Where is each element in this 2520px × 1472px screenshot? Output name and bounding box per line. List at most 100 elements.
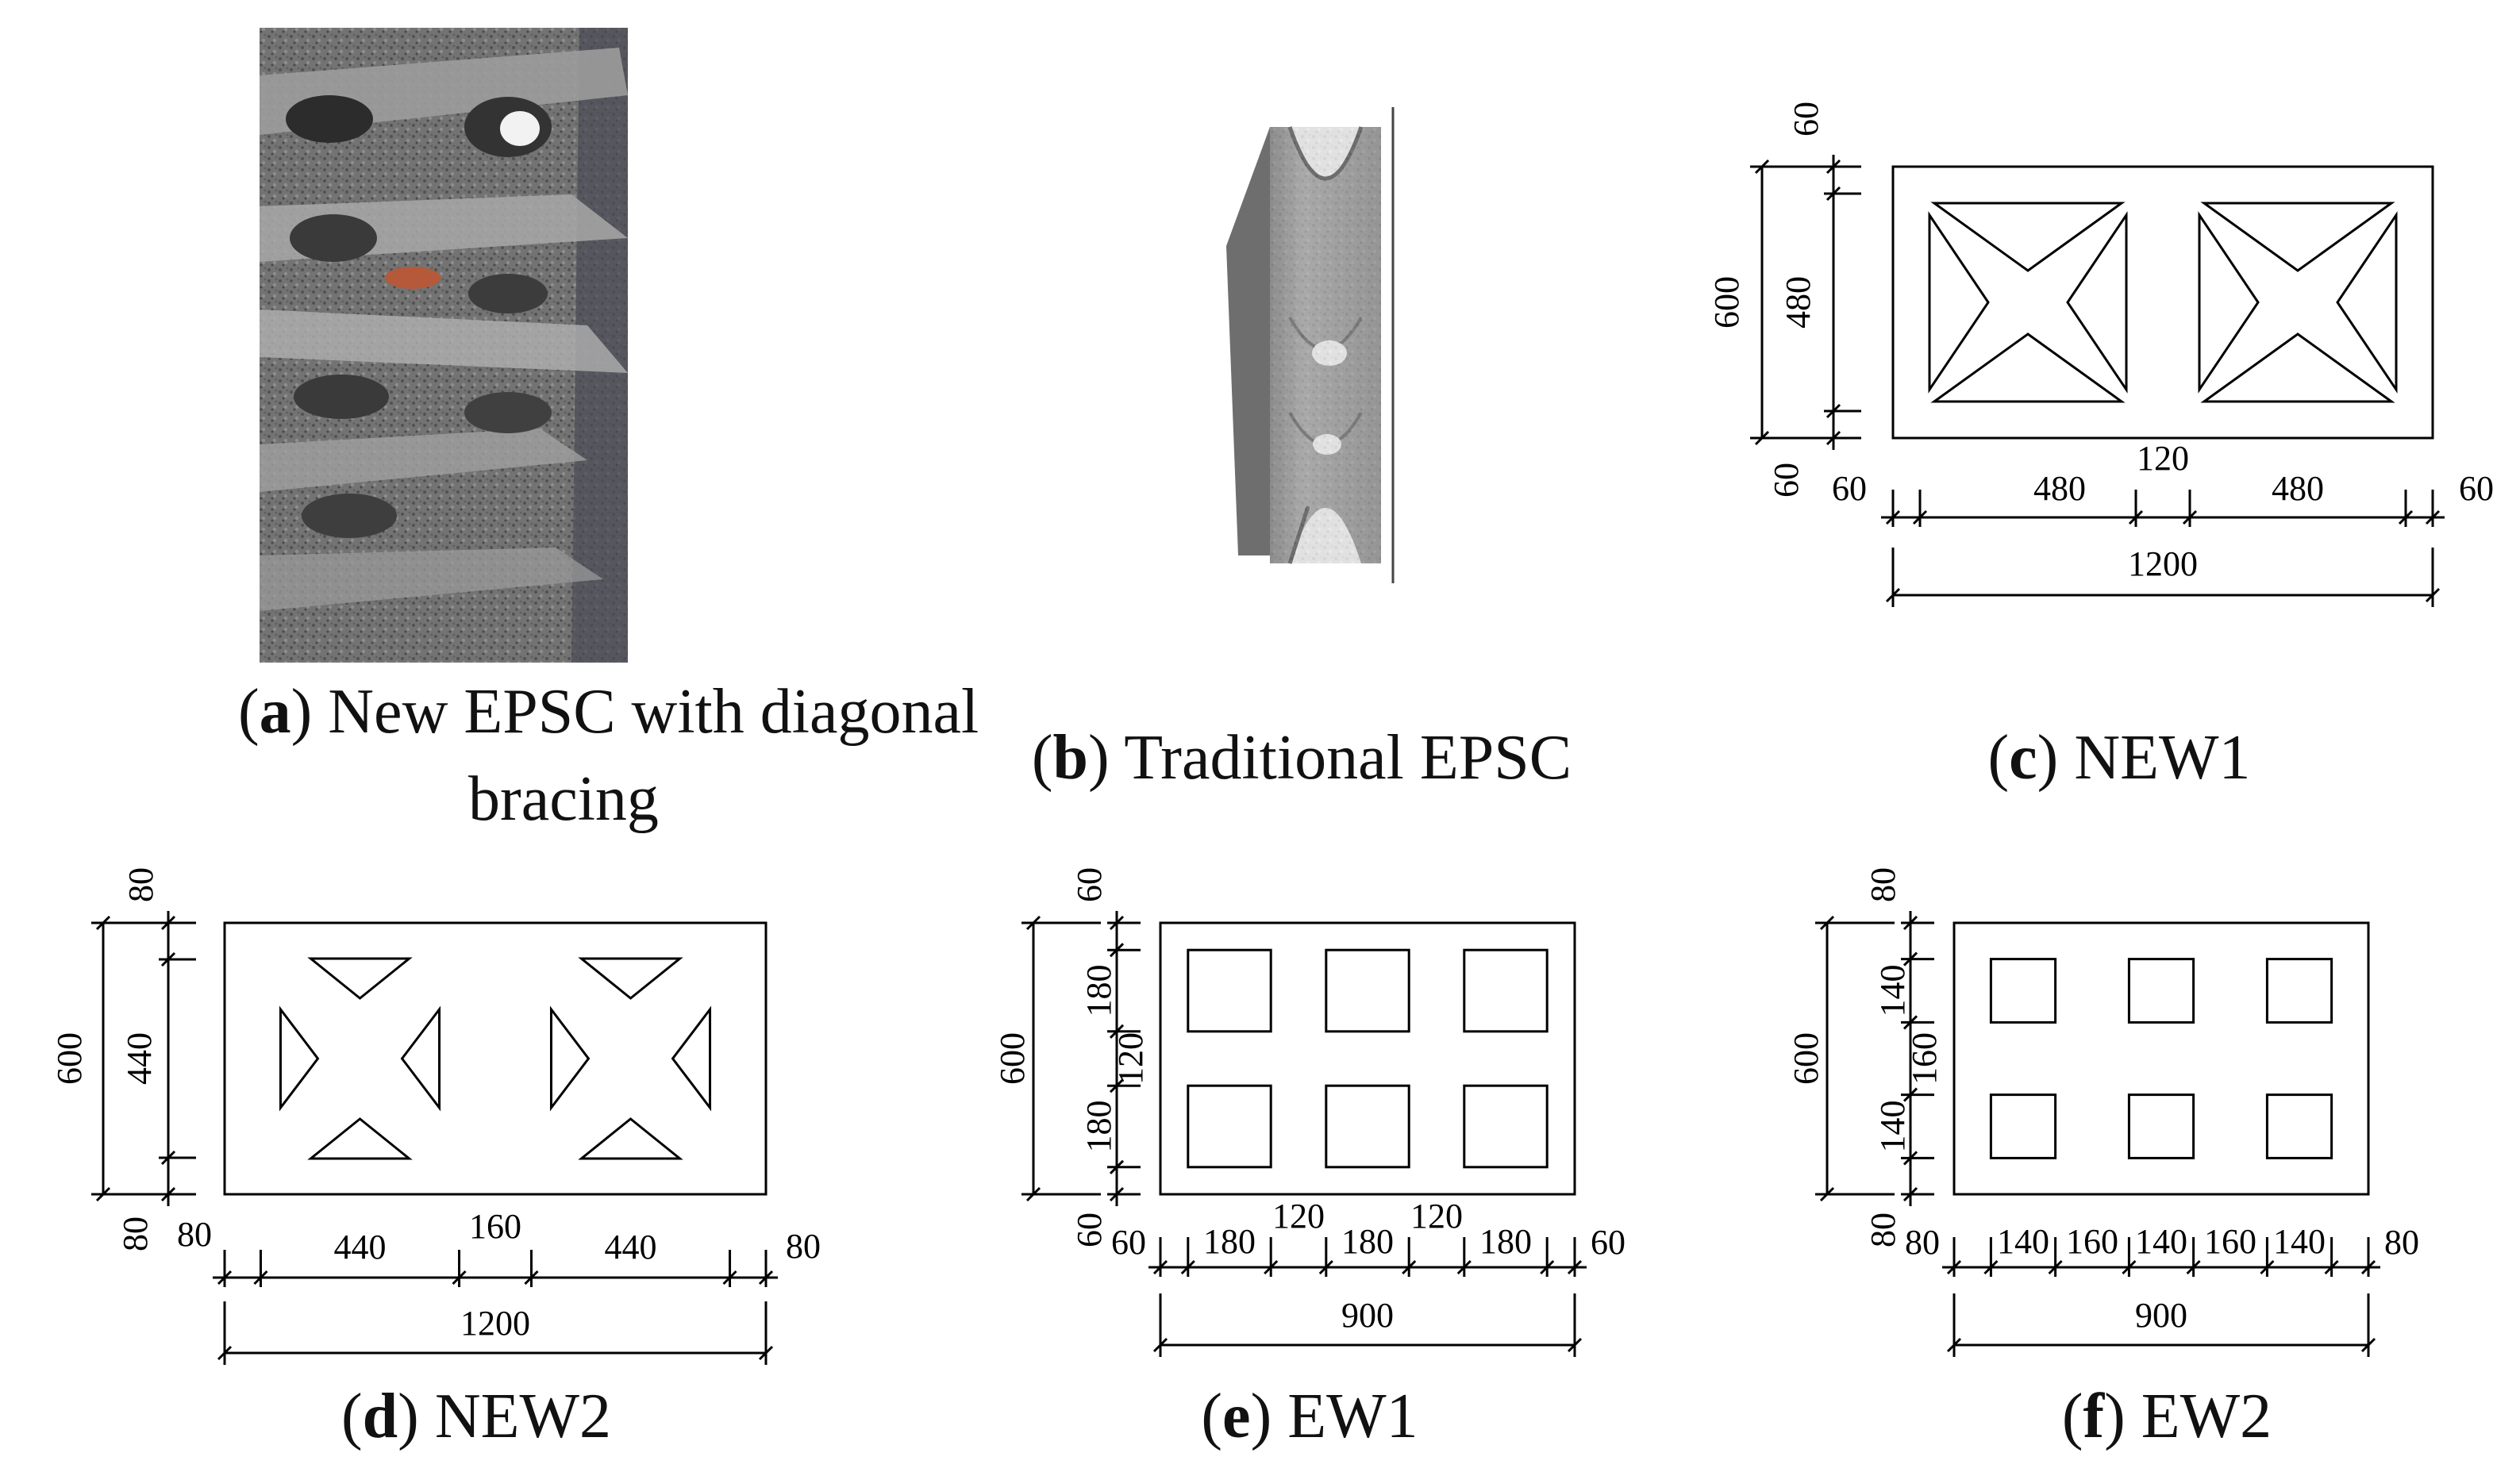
caption-a-line2: bracing (468, 764, 659, 834)
caption-c-text: NEW1 (2074, 723, 2251, 793)
ew2-w2-label: 140 (2135, 1222, 2187, 1261)
caption-e-text: EW1 (1287, 1382, 1418, 1451)
ew2-bottom-label: 80 (1864, 1213, 1903, 1247)
opening-square (1463, 1084, 1549, 1169)
new2-h-dim-label: 160 (469, 1207, 521, 1246)
opening-triangle (2200, 332, 2395, 403)
caption-letter-a: a (259, 677, 291, 747)
caption-letter-f: f (2083, 1382, 2105, 1451)
drawing-new1: 480 600 60 60 480 120 480 60 60 1200 (1707, 102, 2494, 607)
ew2-height-label: 600 (1787, 1032, 1826, 1085)
opening-triangle (2066, 211, 2128, 394)
new2-h-dim-label: 440 (605, 1228, 657, 1266)
caption-b-text: Traditional EPSC (1124, 723, 1572, 793)
opening-square (1325, 1084, 1410, 1169)
opening-triangle (307, 957, 413, 1000)
new2-height-label: 600 (50, 1032, 89, 1085)
opening-triangle (578, 1117, 683, 1160)
ew1-left-label: 60 (1111, 1223, 1146, 1262)
photo-epsc-diagonal-bracing (260, 28, 628, 663)
ew1-h1-label: 180 (1079, 965, 1118, 1017)
wall-outline (1159, 921, 1576, 1196)
caption-f-text: EW2 (2141, 1382, 2272, 1451)
wall-outline (223, 921, 768, 1196)
new2-h-dim-label: 440 (334, 1228, 387, 1266)
opening-square (1463, 948, 1549, 1033)
new1-height-label: 600 (1707, 276, 1746, 329)
caption-panel-b: (b) Traditional EPSC (1031, 723, 1572, 793)
new1-right-label: 60 (2459, 469, 2494, 508)
opening-triangle (549, 1005, 591, 1112)
new1-h-dim-label: 480 (2272, 469, 2324, 508)
opening-square (2127, 958, 2195, 1024)
opening-triangle (1930, 202, 2126, 272)
ew1-w2-label: 180 (1341, 1222, 1394, 1261)
new1-width-label: 1200 (2128, 544, 2198, 583)
new1-v-dim-label: 480 (1779, 276, 1818, 329)
caption-letter-c: c (2009, 723, 2037, 793)
new2-right-label: 80 (786, 1227, 821, 1266)
ew1-g2-label: 120 (1410, 1197, 1463, 1236)
new1-h-dim-label: 480 (2033, 469, 2086, 508)
caption-panel-c: (c) NEW1 (1987, 723, 2251, 793)
opening-triangle (2336, 211, 2398, 394)
ew1-bottom-label: 60 (1070, 1213, 1109, 1247)
opening-square (1989, 958, 2057, 1024)
ew2-width-label: 900 (2135, 1296, 2187, 1335)
opening-triangle (279, 1005, 320, 1112)
opening-triangle (2198, 211, 2260, 394)
opening-square (2265, 1093, 2333, 1159)
opening-square (1989, 1093, 2057, 1159)
opening-square (1325, 948, 1410, 1033)
wall-outline (1953, 921, 2370, 1196)
caption-panel-a-line2: bracing (238, 755, 889, 843)
new2-bottom-label: 80 (116, 1216, 155, 1251)
caption-panel-e: (e) EW1 (1201, 1382, 1418, 1451)
new2-left-label: 80 (177, 1215, 212, 1254)
new1-left-label: 60 (1832, 469, 1867, 508)
ew2-h2-label: 140 (1873, 1101, 1912, 1153)
wall-outline (1891, 165, 2434, 440)
opening-triangle (1928, 211, 1990, 394)
ew2-top-label: 80 (1864, 867, 1903, 902)
ew2-g2-label: 160 (2204, 1222, 2256, 1261)
opening-square (2265, 958, 2333, 1024)
ew1-w3-label: 180 (1479, 1222, 1532, 1261)
ew1-g1-label: 120 (1272, 1197, 1325, 1236)
ew1-right-label: 60 (1591, 1223, 1625, 1262)
opening-triangle (671, 1005, 712, 1112)
caption-panel-d: (d) NEW2 (341, 1382, 611, 1451)
caption-d-text: NEW2 (434, 1382, 611, 1451)
new1-top-label: 60 (1787, 102, 1826, 136)
ew1-mid-label: 120 (1111, 1032, 1150, 1085)
opening-triangle (400, 1005, 441, 1112)
ew2-left-label: 80 (1905, 1223, 1940, 1262)
ew1-h2-label: 180 (1079, 1101, 1118, 1153)
new2-width-label: 1200 (460, 1304, 530, 1343)
new2-top-label: 80 (121, 867, 160, 902)
ew1-w1-label: 180 (1203, 1222, 1256, 1261)
opening-square (1187, 1084, 1272, 1169)
opening-triangle (2200, 202, 2395, 272)
caption-a-line1: New EPSC with diagonal (328, 677, 979, 747)
opening-triangle (307, 1117, 413, 1160)
opening-square (2127, 1093, 2195, 1159)
caption-panel-f: (f) EW2 (2061, 1382, 2272, 1451)
opening-triangle (1930, 332, 2126, 403)
caption-letter-d: d (362, 1382, 398, 1451)
ew2-h1-label: 140 (1873, 965, 1912, 1017)
new1-bottom-label: 60 (1767, 463, 1806, 498)
ew2-mid-label: 160 (1905, 1032, 1944, 1085)
opening-square (1187, 948, 1272, 1033)
ew2-w1-label: 140 (1997, 1222, 2049, 1261)
ew1-height-label: 600 (993, 1032, 1032, 1085)
caption-panel-a: (a) New EPSC with diagonal (238, 677, 979, 747)
ew2-w3-label: 140 (2273, 1222, 2326, 1261)
caption-letter-e: e (1222, 1382, 1251, 1451)
ew2-g1-label: 160 (2066, 1222, 2118, 1261)
new1-h-dim-label: 120 (2137, 439, 2189, 478)
